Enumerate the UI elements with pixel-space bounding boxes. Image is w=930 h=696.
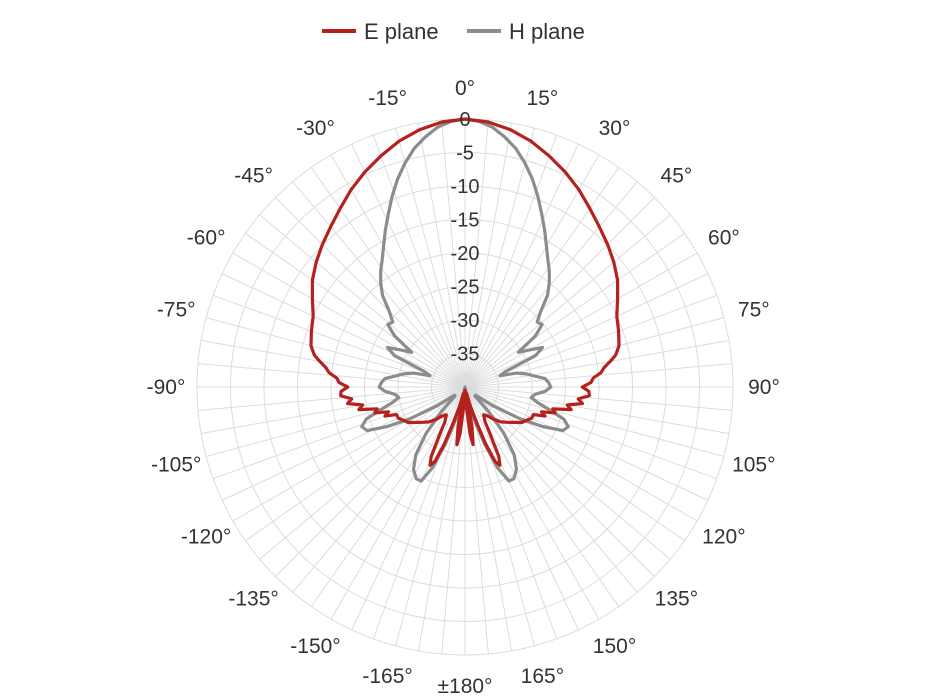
grid-spoke <box>464 386 579 631</box>
grid-spoke <box>464 386 730 435</box>
radial-tick-labels: 0 -5 -10 -15 -20 -25 -30 -35 <box>451 109 480 366</box>
angular-tick-label: -60° <box>187 227 226 250</box>
grid-spoke <box>275 197 466 388</box>
grid-spoke <box>464 386 671 560</box>
grid-spoke <box>395 128 466 388</box>
grid-spoke <box>464 154 600 388</box>
grid-spoke <box>441 119 466 388</box>
angular-tick-label: -90° <box>147 376 186 399</box>
grid-spoke <box>259 386 466 560</box>
angular-tick-label: -30° <box>296 117 335 140</box>
grid-spoke <box>464 273 709 388</box>
angular-tick-label: ±180° <box>438 675 493 696</box>
grid-spoke <box>464 386 724 457</box>
grid-spoke <box>310 386 466 607</box>
grid-spoke <box>464 386 535 646</box>
grid-spoke <box>464 119 489 388</box>
radial-tick-label: -10 <box>451 176 480 198</box>
legend-label: E plane <box>364 19 439 44</box>
grid-spoke <box>200 339 466 388</box>
grid-spoke <box>245 386 466 542</box>
series-line-h-plane <box>360 117 570 483</box>
angular-tick-labels: 0° 15° 30° 45° 60° 75° 90° 105° 120° 135° 150° 165°… <box>147 77 780 696</box>
grid-spoke <box>464 252 698 388</box>
angular-tick-label: 45° <box>661 165 693 188</box>
grid-spoke <box>395 386 466 646</box>
grid-spoke <box>351 143 466 388</box>
grid-spoke <box>221 386 466 501</box>
grid-spoke <box>464 143 579 388</box>
angular-tick-label: 30° <box>599 117 631 140</box>
angular-tick-label: -15° <box>368 87 407 110</box>
angular-tick-label: -120° <box>181 526 231 549</box>
grid-spoke <box>351 386 466 631</box>
legend-label: H plane <box>509 19 585 44</box>
radial-tick-label: -35 <box>451 344 480 366</box>
angular-tick-label: 105° <box>732 453 775 476</box>
grid-spoke <box>464 386 620 607</box>
grid-spoke <box>464 197 655 388</box>
angular-tick-label: 120° <box>702 526 745 549</box>
grid-spoke <box>212 386 466 480</box>
grid-spoke <box>275 386 466 577</box>
grid-spoke <box>417 122 466 388</box>
radial-tick-label: -5 <box>456 143 474 165</box>
grid-spoke <box>464 167 620 388</box>
angular-tick-label: 15° <box>527 87 559 110</box>
grid-spoke <box>464 339 730 388</box>
radial-tick-label: 0 <box>459 109 470 131</box>
grid-spoke <box>464 386 733 411</box>
grid-spoke <box>464 214 671 388</box>
grid-spoke <box>221 273 466 388</box>
angular-tick-label: -165° <box>362 665 412 688</box>
grid-spoke <box>464 386 655 577</box>
angular-tick-label: -150° <box>290 635 340 658</box>
grid-spoke <box>464 386 709 501</box>
series-layer <box>309 117 621 483</box>
radial-tick-label: -20 <box>451 243 480 265</box>
angular-tick-label: -45° <box>234 165 273 188</box>
grid-spoke <box>292 181 466 388</box>
angular-tick-label: 60° <box>708 227 740 250</box>
grid-spoke <box>464 386 685 542</box>
grid-spoke <box>206 386 466 457</box>
angular-tick-label: -105° <box>151 453 201 476</box>
angular-tick-label: 165° <box>521 665 564 688</box>
grid-spoke <box>200 386 466 435</box>
angular-tick-label: 90° <box>748 376 780 399</box>
grid-spoke <box>464 134 558 388</box>
grid-spoke <box>197 386 466 411</box>
grid-spoke <box>464 181 638 388</box>
grid-spoke <box>259 214 466 388</box>
angular-tick-label: 135° <box>655 587 698 610</box>
grid-spoke <box>245 232 466 388</box>
grid-spoke <box>464 386 718 480</box>
angular-tick-label: 150° <box>593 635 636 658</box>
legend: E plane H plane <box>322 19 585 44</box>
grid-spoke <box>232 252 466 388</box>
grid-spoke <box>464 122 513 388</box>
radial-tick-label: -30 <box>451 310 480 332</box>
angular-tick-label: 0° <box>455 77 475 100</box>
series-line-e-plane <box>309 117 621 467</box>
radial-tick-label: -15 <box>451 210 480 232</box>
grid-spoke <box>464 128 535 388</box>
radial-tick-label: -25 <box>451 277 480 299</box>
grid-spoke <box>330 154 466 388</box>
angular-tick-label: -135° <box>228 587 278 610</box>
grid-spoke <box>310 167 466 388</box>
angular-tick-label: 75° <box>738 299 770 322</box>
grid-spoke <box>464 232 685 388</box>
angular-tick-label: -75° <box>157 299 196 322</box>
grid-spoke <box>372 134 466 388</box>
